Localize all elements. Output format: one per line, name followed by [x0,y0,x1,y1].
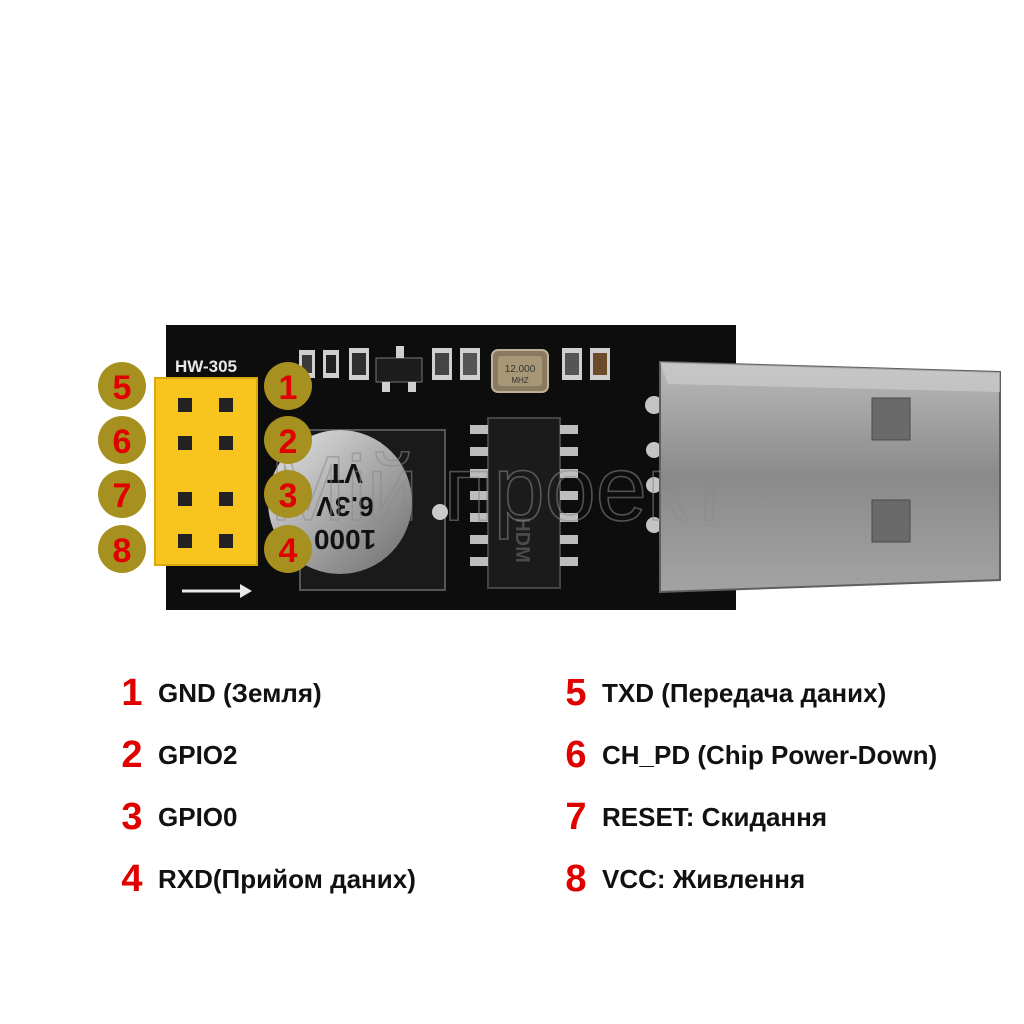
crystal-frequency: 12.000 [505,364,536,375]
marker-6: 6 [113,423,132,461]
pin-description: CH_PD (Chip Power-Down) [602,740,938,770]
pin-legend-row: 7 RESET: Скидання [558,786,1024,848]
pin-number: 7 [565,796,587,838]
pin-description: VCC: Живлення [602,864,806,894]
marker-5: 5 [113,369,132,407]
marker-circle [264,470,312,518]
pin-legend-row: 3 GPIO0 [114,786,584,848]
pin-legend-row: 5 TXD (Передача даних) [558,662,1024,724]
pin-number: 8 [565,858,587,900]
crystal-unit: MHZ [511,376,528,385]
marker-7: 7 [113,477,132,515]
chip-marking: HDM [511,517,533,563]
pin-number: 2 [121,734,143,776]
usb-serial-chip: HDM [470,417,578,589]
pin-description: GND (Земля) [158,678,322,708]
marker-circle [264,525,312,573]
capacitor-value: 1000 [314,524,376,555]
marker-1: 1 [279,369,298,407]
pin-legend-row: 8 VCC: Живлення [558,848,1024,910]
pin-number: 1 [121,672,143,714]
pin-number: 3 [121,796,143,838]
pin-markers: 5 6 7 8 1 2 3 4 [98,362,312,573]
smd-components [299,346,610,392]
capacitor-series: VT [327,458,363,489]
pin-legend-row: 2 GPIO2 [114,724,584,786]
marker-circle [98,525,146,573]
pin-legend-right: 5 TXD (Передача даних) 6 CH_PD (Chip Pow… [558,662,1024,910]
marker-2: 2 [279,423,298,461]
pin-number: 4 [121,858,143,900]
pin-legend-left: 1 GND (Земля) 2 GPIO2 3 GPIO0 4 RXD(Прий… [114,662,584,910]
pin-legend-row: 1 GND (Земля) [114,662,584,724]
usb-connector [659,360,1001,594]
esp-header [154,377,258,566]
pin-legend-row: 6 CH_PD (Chip Power-Down) [558,724,1024,786]
marker-3: 3 [279,477,298,515]
pin-description: TXD (Передача даних) [602,678,887,708]
watermark-text: Мій проект [270,438,731,540]
pin-description: RESET: Скидання [602,802,827,832]
board-illustration: HW-305 [98,325,1001,610]
marker-circle [98,470,146,518]
pin-number: 6 [565,734,587,776]
crystal-oscillator: 12.000 MHZ [491,349,549,393]
marker-circle [264,362,312,410]
pin-legend-row: 4 RXD(Прийом даних) [114,848,584,910]
marker-circle [264,416,312,464]
pin-description: GPIO0 [158,802,238,832]
capacitor-voltage: 6.3V [316,491,374,522]
pin-description: GPIO2 [158,740,238,770]
marker-4: 4 [279,532,298,570]
pin-number: 5 [565,672,587,714]
board-label: HW-305 [175,357,237,376]
pin-description: RXD(Прийом даних) [158,864,416,894]
direction-arrow-icon [182,584,252,598]
marker-circle [98,362,146,410]
marker-8: 8 [113,532,132,570]
marker-circle [98,416,146,464]
